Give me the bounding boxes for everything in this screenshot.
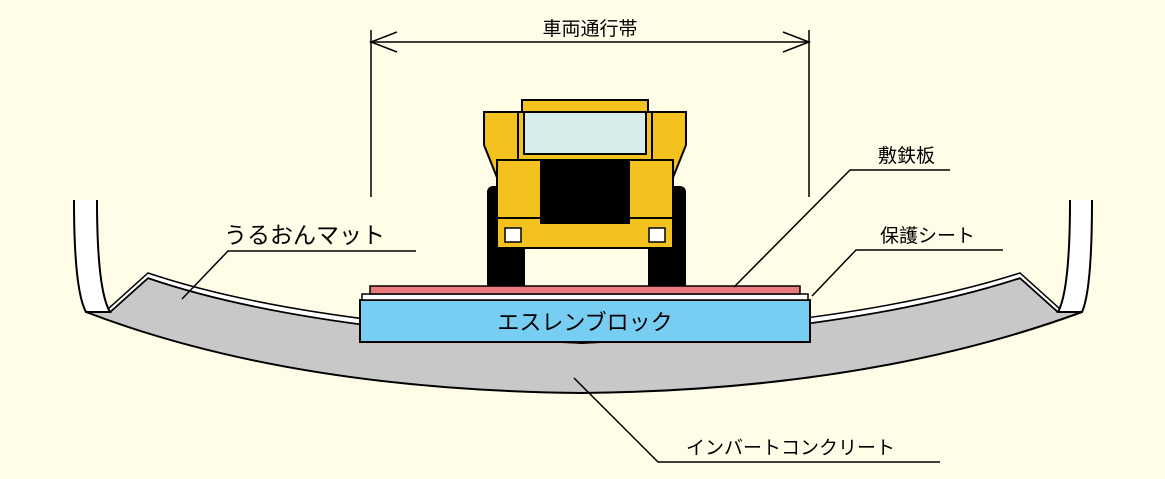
urethane-mat-label: うるおんマット: [224, 223, 385, 249]
eps-block: [359, 299, 811, 343]
protective-sheet-label: 保護シート: [880, 225, 975, 247]
vehicle-lane-dimension: 車両通行帯: [368, 18, 812, 197]
vehicle-lane-label: 車両通行帯: [542, 18, 637, 40]
truck-window: [523, 111, 647, 155]
invert-concrete-leader: [573, 377, 940, 463]
steel-plate-leader: [733, 169, 950, 288]
protective-sheet-leader: [811, 249, 1003, 297]
tunnel-wall-right: [1056, 199, 1093, 313]
steel-plate: [369, 285, 801, 295]
tunnel-wall-left: [73, 199, 112, 313]
eps-block-label: エスレンブロック: [497, 311, 672, 336]
headlight-left: [504, 227, 522, 243]
dump-truck: [483, 99, 687, 286]
invert-concrete-label: インバートコンクリート: [686, 437, 895, 459]
truck-grille: [540, 160, 630, 218]
steel-plate-label: 敷鉄板: [878, 145, 935, 167]
protective-sheet: [361, 293, 809, 301]
urethane-mat-leader: [181, 250, 416, 300]
headlight-right: [648, 227, 666, 243]
